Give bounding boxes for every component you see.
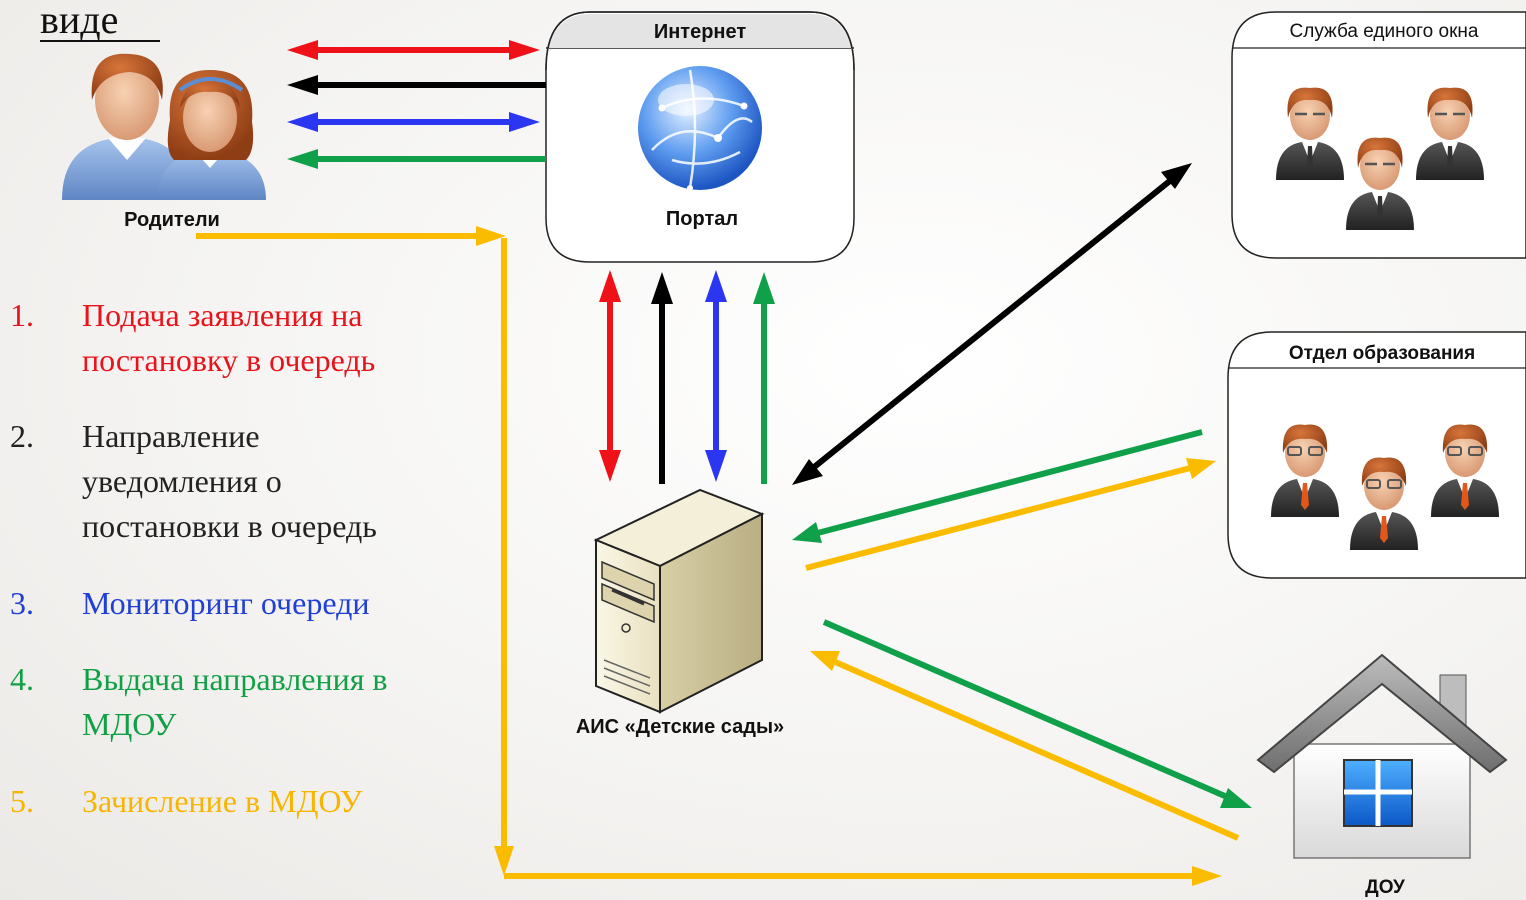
dou-label: ДОУ (1365, 877, 1405, 898)
globe-icon (638, 66, 762, 191)
arrow-black-portal-to-parents (287, 75, 546, 95)
step-text-line: Подача заявления на (82, 297, 362, 333)
step-text-line: Зачисление в МДОУ (82, 783, 363, 819)
parents-label: Родители (124, 209, 220, 231)
step-item: 3. Мониторинг очереди (10, 585, 370, 621)
step-number: 4. (10, 661, 34, 697)
one-window-header: Служба единого окна (1290, 21, 1479, 42)
step-text-line: Выдача направления в (82, 661, 388, 697)
internet-header: Интернет (654, 21, 747, 43)
arrow-green-ais-portal (753, 272, 775, 484)
parents-icon (62, 53, 266, 200)
arrow-green-edu-to-ais (792, 429, 1203, 543)
arrow-red-parents-portal (287, 40, 540, 60)
steps-list: 1. Подача заявления на постановку в очеред… (10, 297, 388, 819)
arrow-blue-parents-portal (287, 112, 540, 132)
step-text-line: постановку в очередь (82, 342, 375, 378)
step-text-line: Направление (82, 418, 260, 454)
step-text-line: МДОУ (82, 706, 177, 742)
education-dept-header: Отдел образования (1289, 343, 1475, 364)
step-text-line: уведомления о (82, 463, 282, 499)
one-window-box (1231, 11, 1526, 259)
step-item: 5. Зачисление в МДОУ (10, 783, 363, 819)
step-item: 2. Направление уведомления о постановки в о… (10, 418, 377, 544)
arrow-yellow-ais-to-edu (805, 458, 1216, 571)
step-number: 1. (10, 297, 34, 333)
step-number: 5. (10, 783, 34, 819)
slide-title-fragment: виде (40, 0, 118, 42)
step-text-line: Мониторинг очереди (82, 585, 370, 621)
arrow-blue-portal-ais (705, 270, 727, 482)
step-item: 4. Выдача направления в МДОУ (10, 661, 388, 742)
arrow-black-ais-one-window (792, 163, 1192, 485)
step-number: 2. (10, 418, 34, 454)
arrow-yellow-parents-to-dou (196, 226, 1222, 886)
arrow-green-ais-to-dou (822, 619, 1252, 808)
arrow-red-portal-ais (599, 270, 621, 482)
server-icon (593, 488, 765, 714)
step-text-line: постановки в очередь (82, 508, 377, 544)
arrow-green-portal-to-parents (287, 149, 546, 169)
arrow-black-ais-portal (651, 272, 673, 484)
house-icon (1256, 653, 1508, 859)
step-number: 3. (10, 585, 34, 621)
arrow-yellow-dou-to-ais (810, 651, 1240, 841)
portal-label: Портал (666, 208, 738, 230)
ais-label: АИС «Детские сады» (576, 716, 784, 738)
step-item: 1. Подача заявления на постановку в очеред… (10, 297, 375, 378)
